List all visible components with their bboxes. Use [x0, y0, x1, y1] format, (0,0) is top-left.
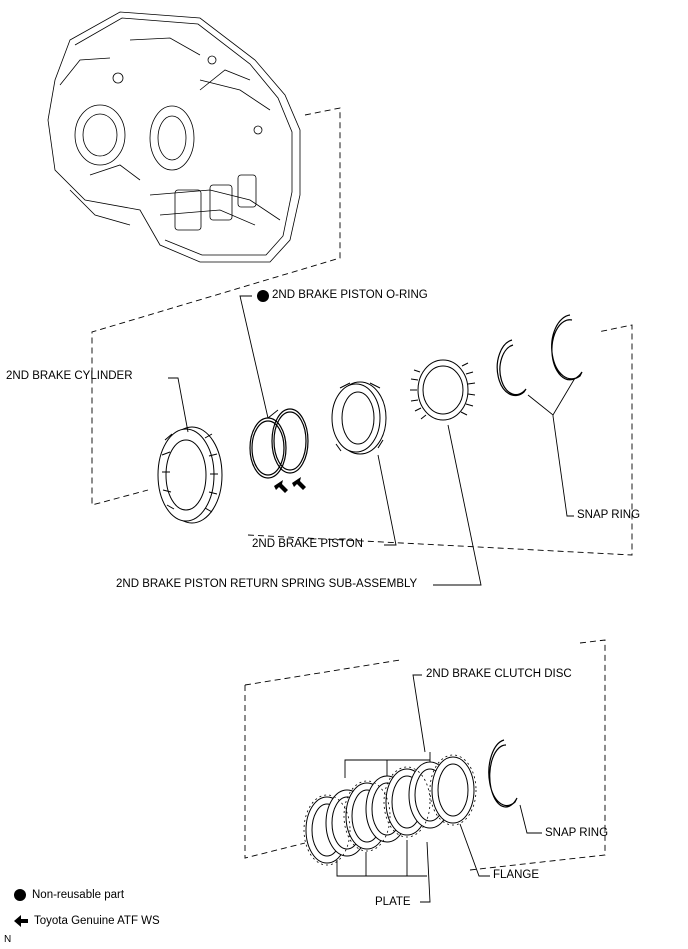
- non-reusable-dot-icon: [257, 290, 269, 302]
- upper-group-frame: [91, 107, 633, 556]
- label-snap-ring-upper: SNAP RING: [577, 509, 641, 521]
- label-return-spring: 2ND BRAKE PISTON RETURN SPRING SUB-ASSEM…: [116, 578, 418, 590]
- legend-atf: Toyota Genuine ATF WS: [14, 914, 160, 928]
- return-spring-sub-assembly: [410, 359, 476, 421]
- legend-non-reusable-text: Non-reusable part: [32, 889, 125, 901]
- label-snap-ring-lower: SNAP RING: [545, 827, 609, 839]
- label-flange: FLANGE: [493, 869, 540, 881]
- clutch-teeth: [303, 754, 477, 866]
- figure-code: N: [4, 934, 12, 945]
- arrow-left-icon: [14, 915, 28, 927]
- label-cylinder: 2ND BRAKE CYLINDER: [6, 370, 133, 382]
- 2nd-brake-cylinder: [157, 426, 223, 524]
- upper-snap-rings: [496, 314, 583, 397]
- label-o-ring: 2ND BRAKE PISTON O-RING: [272, 289, 428, 301]
- transaxle-housing: [47, 11, 301, 263]
- atf-arrow-icon: [274, 477, 306, 493]
- filled-circle-icon: [14, 889, 26, 901]
- 2nd-brake-piston: [331, 381, 387, 455]
- 2nd-brake-piston-o-rings: [249, 408, 309, 479]
- clutch-pack: [305, 756, 475, 864]
- legend-atf-text: Toyota Genuine ATF WS: [34, 915, 160, 927]
- label-clutch-disc: 2ND BRAKE CLUTCH DISC: [426, 668, 572, 680]
- lower-group-frame: [244, 639, 606, 871]
- label-plate: PLATE: [375, 896, 411, 908]
- label-piston: 2ND BRAKE PISTON: [252, 538, 363, 550]
- leader-lines: [168, 295, 576, 903]
- lower-snap-ring: [488, 739, 518, 808]
- legend-non-reusable: Non-reusable part: [14, 888, 124, 902]
- flange-ring: [431, 756, 475, 824]
